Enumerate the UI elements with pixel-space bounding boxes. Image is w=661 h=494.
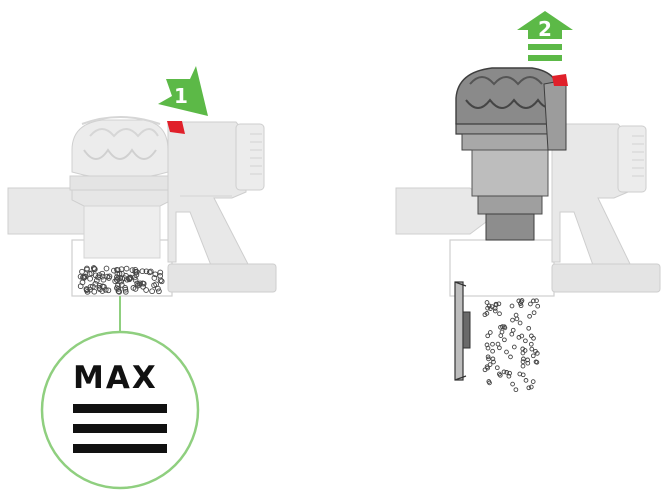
debris-particle — [511, 382, 515, 386]
debris-particle — [80, 269, 85, 274]
debris-particle — [88, 276, 93, 281]
cyclone-head-closed — [70, 117, 174, 190]
debris-particle — [496, 342, 500, 346]
debris-particle — [503, 338, 507, 342]
max-line-2 — [73, 424, 167, 433]
debris-particle — [514, 388, 518, 392]
bin-release-button-open[interactable] — [552, 74, 568, 86]
max-line-3 — [73, 444, 167, 453]
step-2-number: 2 — [538, 17, 552, 41]
debris-particle — [495, 366, 499, 370]
debris-particles-icon — [483, 299, 540, 392]
step-1-number: 1 — [174, 84, 188, 108]
debris-particle — [101, 277, 106, 282]
max-fill-indicator: MAX — [42, 332, 198, 488]
debris-particle — [531, 354, 535, 358]
debris-particle — [524, 379, 528, 383]
debris-particle — [515, 317, 519, 321]
debris-particle — [521, 364, 525, 368]
debris-particle — [518, 321, 522, 325]
arrow-up-icon: 2 — [517, 11, 573, 61]
debris-particle — [510, 304, 514, 308]
debris-particle — [532, 336, 536, 340]
debris-particle — [510, 332, 514, 336]
debris-particle — [104, 266, 109, 271]
debris-particle — [488, 331, 492, 335]
bin-lid-open — [455, 282, 470, 380]
debris-particle — [505, 350, 509, 354]
debris-particles-icon — [78, 266, 164, 295]
max-label: MAX — [73, 360, 158, 396]
debris-particle — [528, 314, 532, 318]
debris-particle — [536, 304, 540, 308]
arrow-down-right-icon: 1 — [158, 66, 208, 116]
debris-particle — [500, 330, 504, 334]
debris-particle — [491, 349, 495, 353]
vacuum-open — [396, 68, 660, 392]
debris-particle — [498, 346, 502, 350]
debris-particle — [124, 266, 129, 271]
debris-particle — [491, 342, 495, 346]
vacuum-closed — [8, 117, 276, 296]
debris-particle — [529, 302, 533, 306]
debris-particle — [529, 342, 533, 346]
debris-particle — [150, 289, 155, 294]
debris-particle — [511, 318, 515, 322]
debris-particle — [512, 345, 516, 349]
debris-particle — [527, 386, 531, 390]
max-line-1 — [73, 404, 167, 413]
debris-particle — [141, 284, 146, 289]
debris-particle — [530, 334, 534, 338]
debris-particle — [511, 328, 515, 332]
debris-particle — [498, 312, 502, 316]
debris-particle — [529, 385, 533, 389]
debris-particle — [531, 380, 535, 384]
debris-particle — [493, 309, 497, 313]
debris-particle — [514, 313, 518, 317]
debris-particle — [532, 311, 536, 315]
debris-particle — [524, 339, 528, 343]
debris-particle — [509, 355, 513, 359]
debris-particle — [530, 347, 534, 351]
debris-particle — [527, 326, 531, 330]
debris-particle — [485, 301, 489, 305]
